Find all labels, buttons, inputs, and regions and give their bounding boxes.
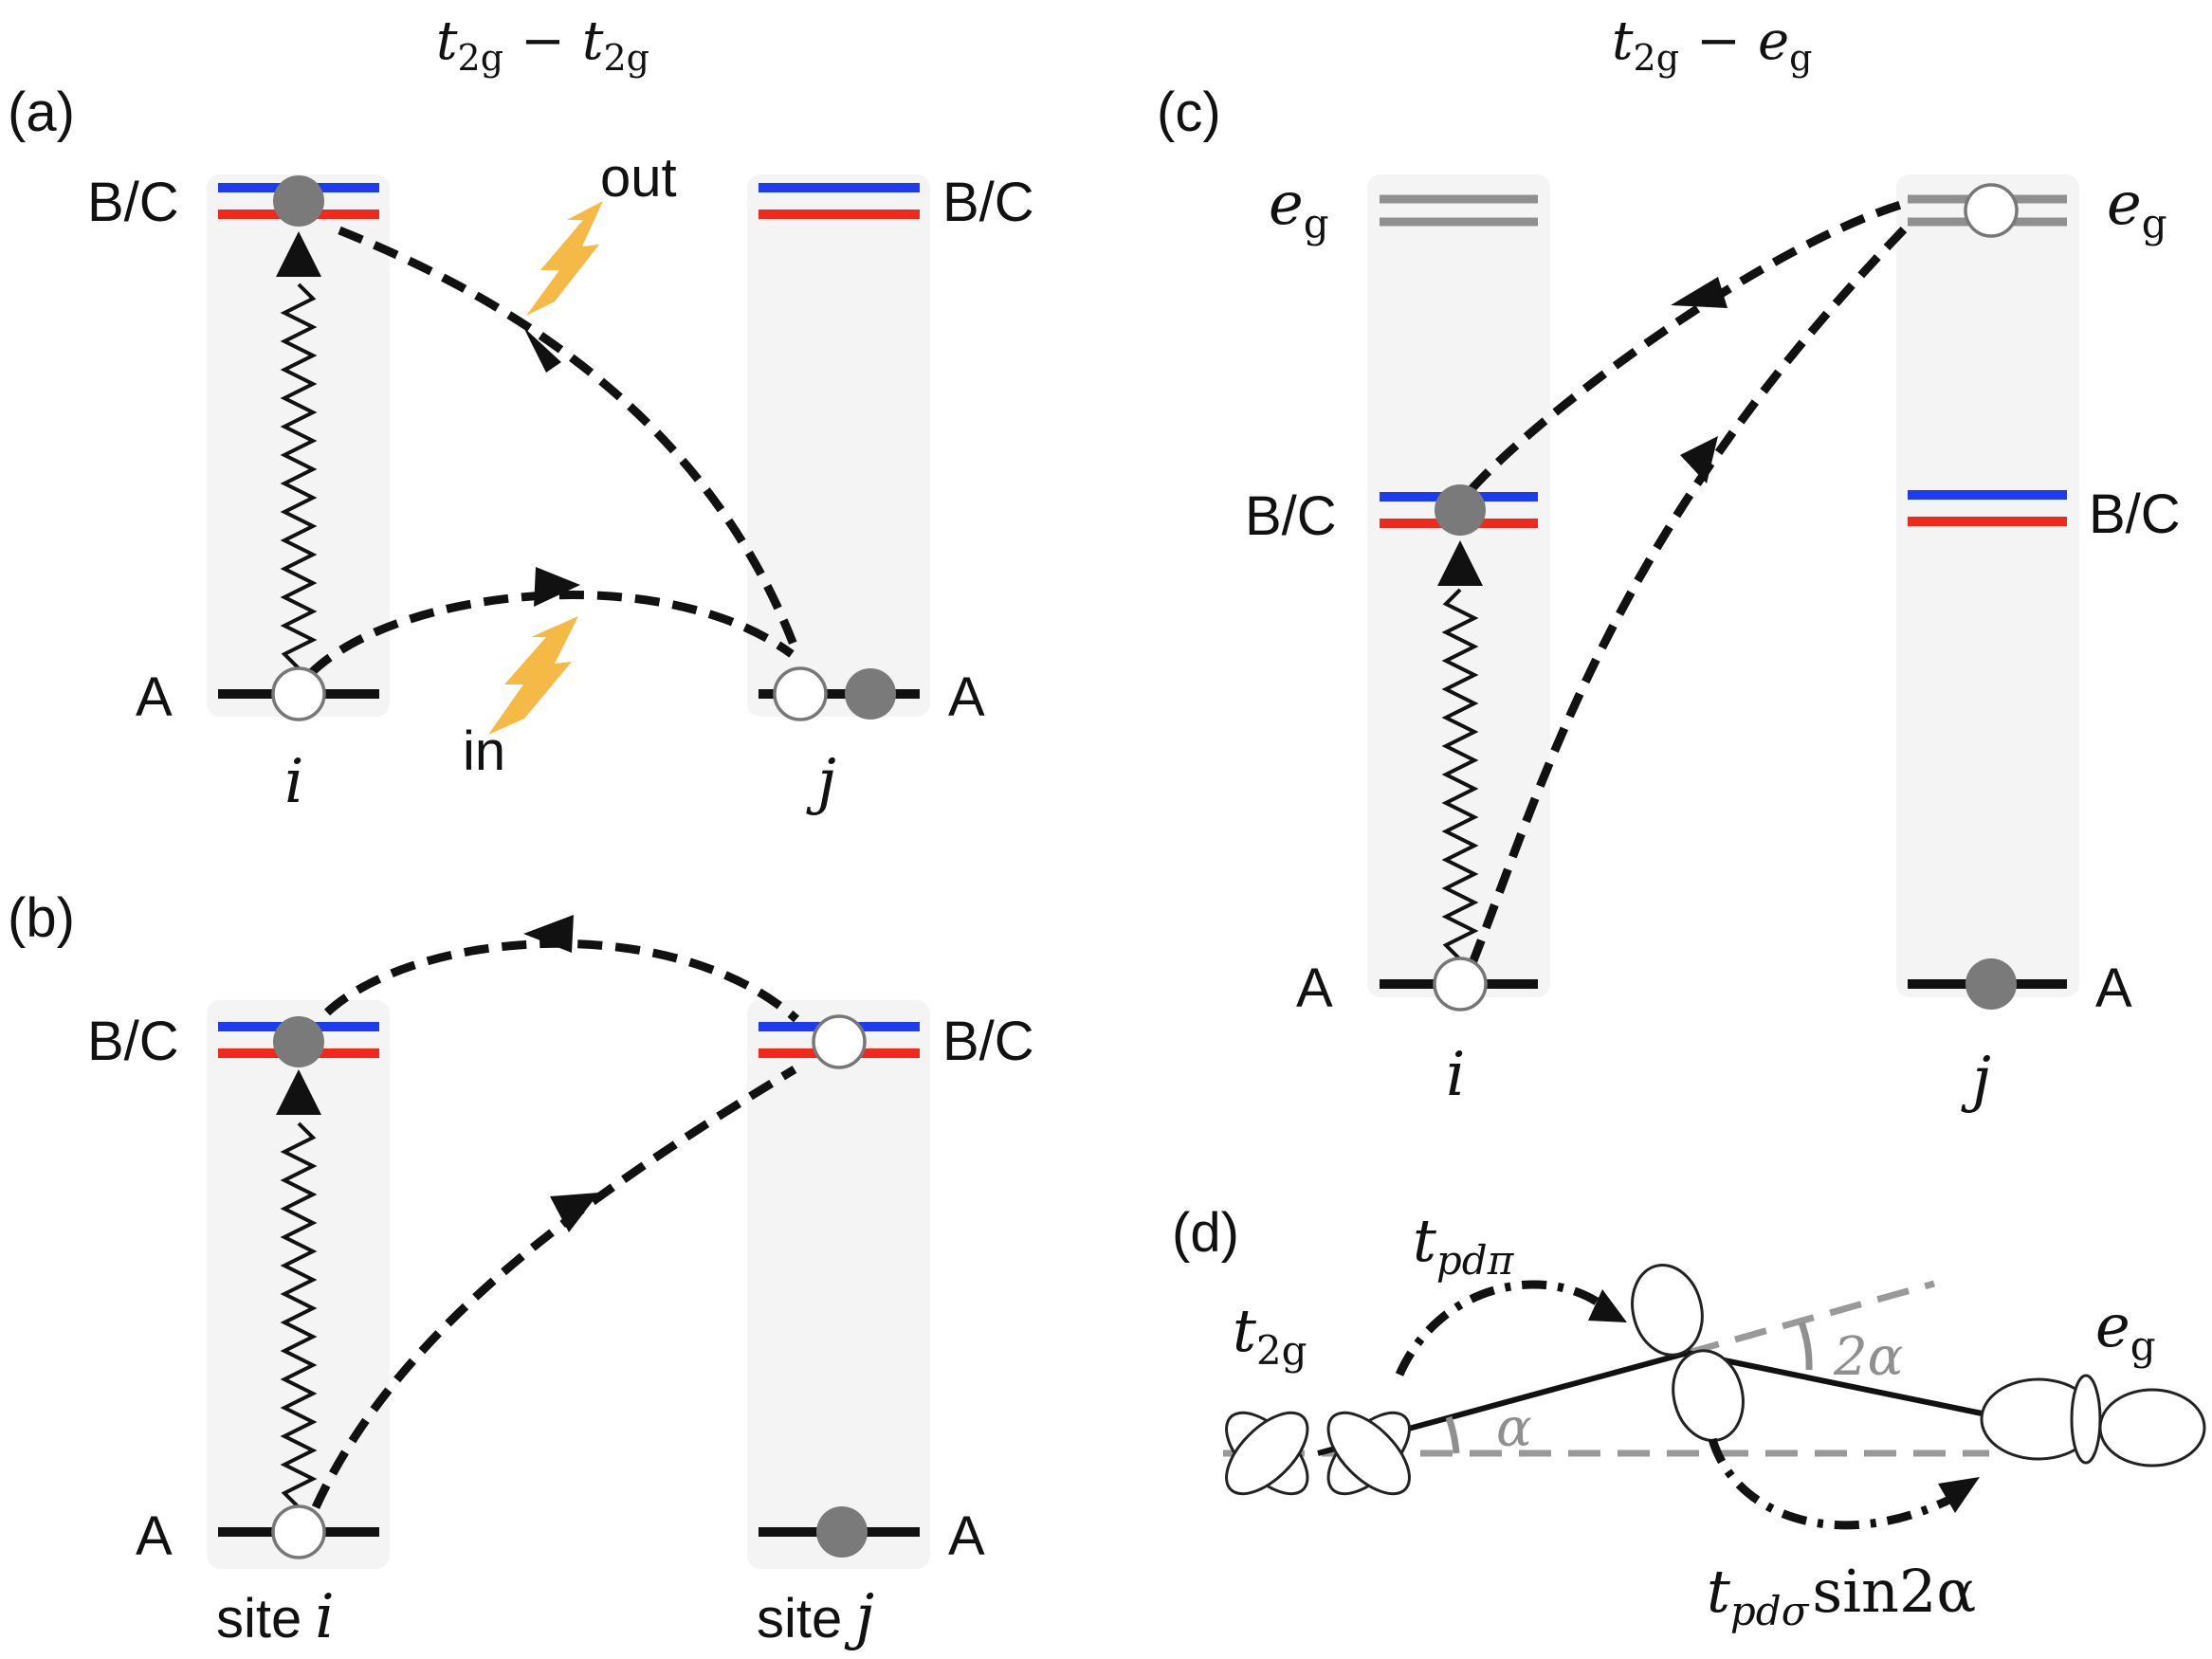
panel-a-excitation-arrowhead (276, 231, 321, 277)
panel-c-level-a-left-label: A (1296, 957, 1333, 1019)
panel-c-arrowhead-upper (1671, 277, 1728, 308)
panel-b-arrowhead-upper (523, 915, 574, 953)
panel-a-level-bc-left-label: B/C (87, 172, 179, 233)
panel-b-level-a-right-label: A (948, 1505, 985, 1567)
panel-c-electron-a-j (1965, 958, 2017, 1010)
panel-a-photon-in-label: in (463, 720, 505, 782)
panel-b-hole-bc-j (812, 1014, 867, 1069)
panel-b-electron-bc-i (273, 1016, 324, 1067)
panel-c-arrowhead-lower (1680, 436, 1718, 483)
panel-a-level-bc-right-label: B/C (942, 172, 1034, 233)
panel-d-eg-label: eg (2095, 1291, 2156, 1369)
panel-c-site-j: j (1961, 1045, 1991, 1115)
panel-c-level-a-right-label: A (2095, 957, 2132, 1019)
header-t2g-t2g: t2g−t2g (436, 10, 649, 79)
panel-a-electron-a-j (845, 668, 896, 720)
panel-c-site-i: i (1446, 1040, 1465, 1110)
panel-c-label: (c) (1157, 82, 1221, 143)
panel-b-arrowhead-lower (550, 1193, 599, 1232)
panel-b-column-j (747, 1000, 930, 1569)
panel-c: (c) eg eg B/C B/C A A i j (1157, 82, 2181, 1115)
panel-d: (d) t2g eg (1172, 1202, 2206, 1634)
panel-d-alpha-label: α (1496, 1397, 1532, 1459)
panel-b-level-bc-left-label: B/C (87, 1011, 179, 1072)
panel-a-level-a-left-label: A (136, 666, 173, 728)
panel-d-hop-tpdsigma (1708, 1437, 1956, 1530)
panel-a-photon-in (488, 616, 578, 735)
panel-a-electron-bc-i (273, 175, 324, 227)
panel-a-arrowhead-lower (534, 567, 580, 607)
panel-a-arrowhead-upper (523, 327, 561, 373)
panel-a: (a) out in B/C B/C A A i j (8, 82, 1034, 817)
panel-a-photon-out (526, 201, 603, 316)
panel-a-label: (a) (8, 82, 75, 143)
panel-a-hop-j-to-i-upper (338, 226, 801, 654)
panel-c-column-j (1896, 174, 2079, 997)
panel-d-hop-tpdpi-arrowhead (1588, 1289, 1627, 1322)
panel-d-eg-orbital (1980, 1374, 2206, 1468)
panel-d-hop-tpdpi (1395, 1280, 1616, 1376)
panel-d-tpdpi-label: tpdπ (1413, 1206, 1515, 1284)
panel-b-hop-j-to-i-upper (323, 939, 799, 1023)
panel-b-label: (b) (8, 887, 75, 949)
panel-d-t2g-orbital (1225, 1411, 1411, 1496)
panel-d-hop-tpdsigma-arrowhead (1938, 1477, 1980, 1513)
panel-c-hole-a-i (1433, 957, 1488, 1012)
panel-b-level-a-left-label: A (136, 1505, 173, 1567)
panel-c-level-eg-left-label: eg (1269, 169, 1329, 246)
panel-d-label: (d) (1172, 1202, 1239, 1264)
panel-d-angle-2alpha-arc (1798, 1321, 1813, 1371)
panel-b-level-bc-right-label: B/C (942, 1011, 1034, 1072)
panel-d-tpdsigma-label: tpdσsin2α (1707, 1557, 1976, 1634)
panel-d-bond-p-to-eg (1687, 1350, 1992, 1418)
panel-b-electron-a-j (816, 1506, 868, 1558)
panel-d-angle-alpha-arc (1445, 1415, 1460, 1454)
panel-d-t2g-label: t2g (1233, 1296, 1307, 1374)
panel-a-hole-a-j (773, 666, 828, 721)
panel-a-column-i (207, 174, 390, 717)
panel-d-bond-extension (1687, 1280, 1935, 1357)
panel-d-two-alpha-label: 2α (1833, 1326, 1903, 1388)
panel-b-hole-a-i (271, 1504, 326, 1559)
panel-a-hole-a-i (271, 666, 326, 721)
panel-c-electron-bc-i (1435, 484, 1486, 536)
panel-d-p-orbital (1631, 1263, 1745, 1443)
panel-b-excitation-arrowhead (276, 1069, 321, 1115)
panel-c-level-bc-right-label: B/C (2089, 483, 2181, 545)
panel-c-hop-eg-to-bc (1468, 199, 1906, 493)
panel-c-excitation-arrowhead (1437, 540, 1483, 586)
panel-a-site-i: i (284, 747, 303, 817)
panel-b-hop-i-to-j-lower (311, 1066, 797, 1509)
header-t2g-eg: t2g−eg (1612, 10, 1812, 79)
panel-c-excitation-wave (1441, 588, 1479, 961)
panel-b-column-i (207, 1000, 390, 1569)
panel-a-site-j: j (806, 747, 836, 817)
panel-a-column-j (747, 174, 930, 717)
panel-c-hop-a-to-eg (1468, 224, 1910, 965)
panel-b-excitation-wave (280, 1121, 318, 1509)
panel-a-level-a-right-label: A (948, 666, 985, 728)
panel-a-photon-out-label: out (600, 147, 677, 209)
panel-c-level-bc-left-label: B/C (1245, 485, 1337, 547)
panel-c-level-eg-right-label: eg (2107, 169, 2167, 246)
panel-a-excitation-wave (280, 283, 318, 670)
panel-c-hole-eg-j (1964, 183, 2019, 238)
